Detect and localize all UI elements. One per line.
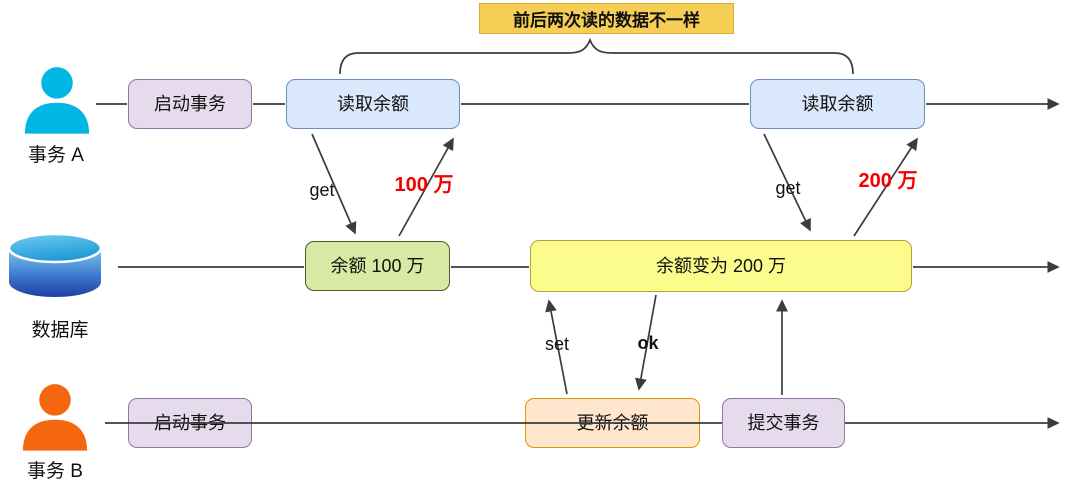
lane-b-label: 事务 B — [27, 461, 83, 482]
annotation-note: 前后两次读的数据不一样 — [479, 3, 734, 34]
get-arrow-1 — [311, 133, 357, 235]
database-icon-wrap — [6, 232, 104, 305]
brace — [339, 37, 854, 75]
get-label-1: get — [309, 180, 335, 200]
set-arrow — [545, 299, 568, 395]
result-arrow-200 — [853, 137, 918, 237]
ok-label: ok — [637, 333, 659, 353]
lane-a-read-balance-box-2: 读取余额 — [750, 79, 925, 129]
database-icon — [7, 232, 103, 297]
set-label: set — [544, 334, 569, 354]
result-label-100: 100 万 — [394, 174, 454, 196]
actor-a-icon-wrap — [22, 66, 92, 141]
db-balance-100-box: 余额 100 万 — [305, 241, 450, 291]
person-b-icon — [22, 384, 88, 451]
lane-b-update-balance-box: 更新余额 — [525, 398, 700, 448]
actor-b-icon-wrap — [20, 383, 90, 458]
result-label-200: 200 万 — [858, 170, 918, 192]
lane-b-commit-transaction-box: 提交事务 — [722, 398, 845, 448]
person-a-icon — [24, 67, 90, 134]
result-arrow-100 — [398, 137, 454, 237]
lane-b-start-transaction-box: 启动事务 — [128, 398, 252, 448]
db-balance-200-box: 余额变为 200 万 — [530, 240, 912, 292]
get-label-2: get — [775, 178, 801, 198]
lane-db-label: 数据库 — [31, 320, 89, 341]
lane-a-start-transaction-box: 启动事务 — [128, 79, 252, 129]
get-arrow-2 — [763, 133, 811, 232]
lane-a-read-balance-box-1: 读取余额 — [286, 79, 460, 129]
ok-arrow — [635, 294, 657, 391]
lane-a-label: 事务 A — [28, 145, 84, 166]
